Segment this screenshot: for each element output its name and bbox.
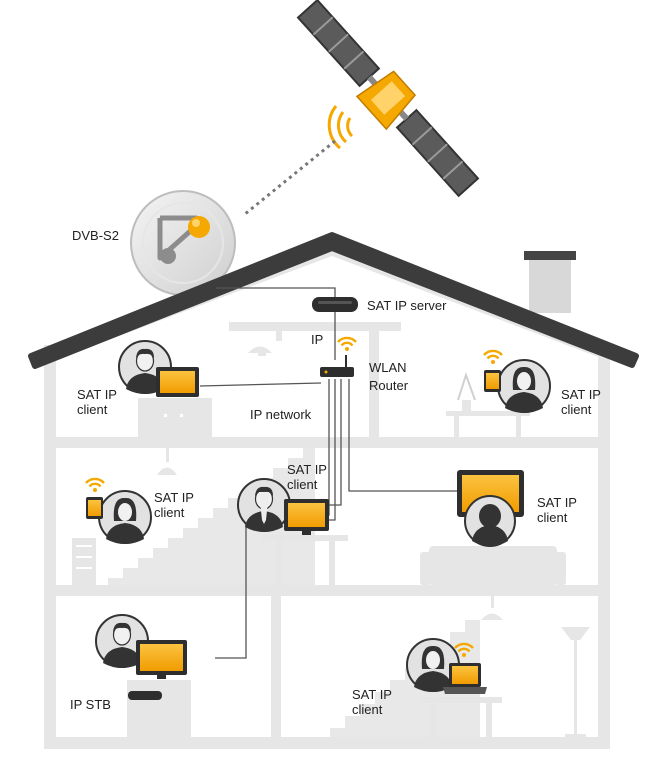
satellite-link [244, 139, 336, 216]
wlan-router-label: WLAN Router [369, 360, 408, 393]
ip-stb-label: IP STB [70, 697, 111, 712]
client-middle-left [84, 477, 152, 545]
ip-network-label: IP network [250, 407, 312, 422]
client-label-middle-left: SAT IP client [154, 490, 194, 520]
client-label-middle-center: SAT IP client [287, 462, 327, 492]
wlan-router-device [320, 336, 358, 377]
client-label-line1: SAT IP [537, 495, 577, 510]
ip-label: IP [311, 332, 324, 347]
router-label: Router [369, 378, 409, 393]
client-bottom-right [406, 638, 487, 694]
roof [28, 232, 639, 369]
client-label-top-right: SAT IP client [561, 387, 601, 417]
client-label-top-left: SAT IP client [77, 387, 117, 417]
ip-stb-device [128, 691, 162, 700]
client-label-line2: client [561, 402, 592, 417]
wlan-label: WLAN [369, 360, 407, 375]
satellite-dish [130, 190, 236, 296]
client-label-line1: SAT IP [77, 387, 117, 402]
client-label-line1: SAT IP [352, 687, 392, 702]
avatar [497, 359, 551, 414]
dvb-s2-label: DVB-S2 [72, 228, 119, 243]
client-label-line2: client [154, 505, 185, 520]
satellite [296, 0, 480, 198]
house-structure [44, 245, 610, 749]
client-middle-right [457, 470, 524, 547]
client-label-line2: client [537, 510, 568, 525]
client-label-bottom-right: SAT IP client [352, 687, 392, 717]
chimney [524, 251, 576, 313]
tablet-wifi-icon [84, 477, 106, 494]
client-middle-center [237, 478, 329, 535]
client-label-line1: SAT IP [154, 490, 194, 505]
client-top-right [482, 349, 551, 414]
client-top-left [118, 340, 199, 397]
client-bottom-left [95, 614, 187, 700]
client-label-line2: client [352, 702, 383, 717]
tablet-wifi-icon [482, 349, 504, 366]
sat-ip-server-label: SAT IP server [367, 298, 447, 313]
router-wifi-icon [336, 336, 358, 353]
client-label-middle-right: SAT IP client [537, 495, 577, 525]
client-label-line1: SAT IP [561, 387, 601, 402]
satellite-signal-icon [327, 105, 354, 150]
avatar [98, 490, 152, 545]
sat-ip-server-device [312, 297, 358, 312]
client-label-line2: client [77, 402, 108, 417]
network-cables [199, 287, 459, 659]
client-label-line2: client [287, 477, 318, 492]
client-label-line1: SAT IP [287, 462, 327, 477]
